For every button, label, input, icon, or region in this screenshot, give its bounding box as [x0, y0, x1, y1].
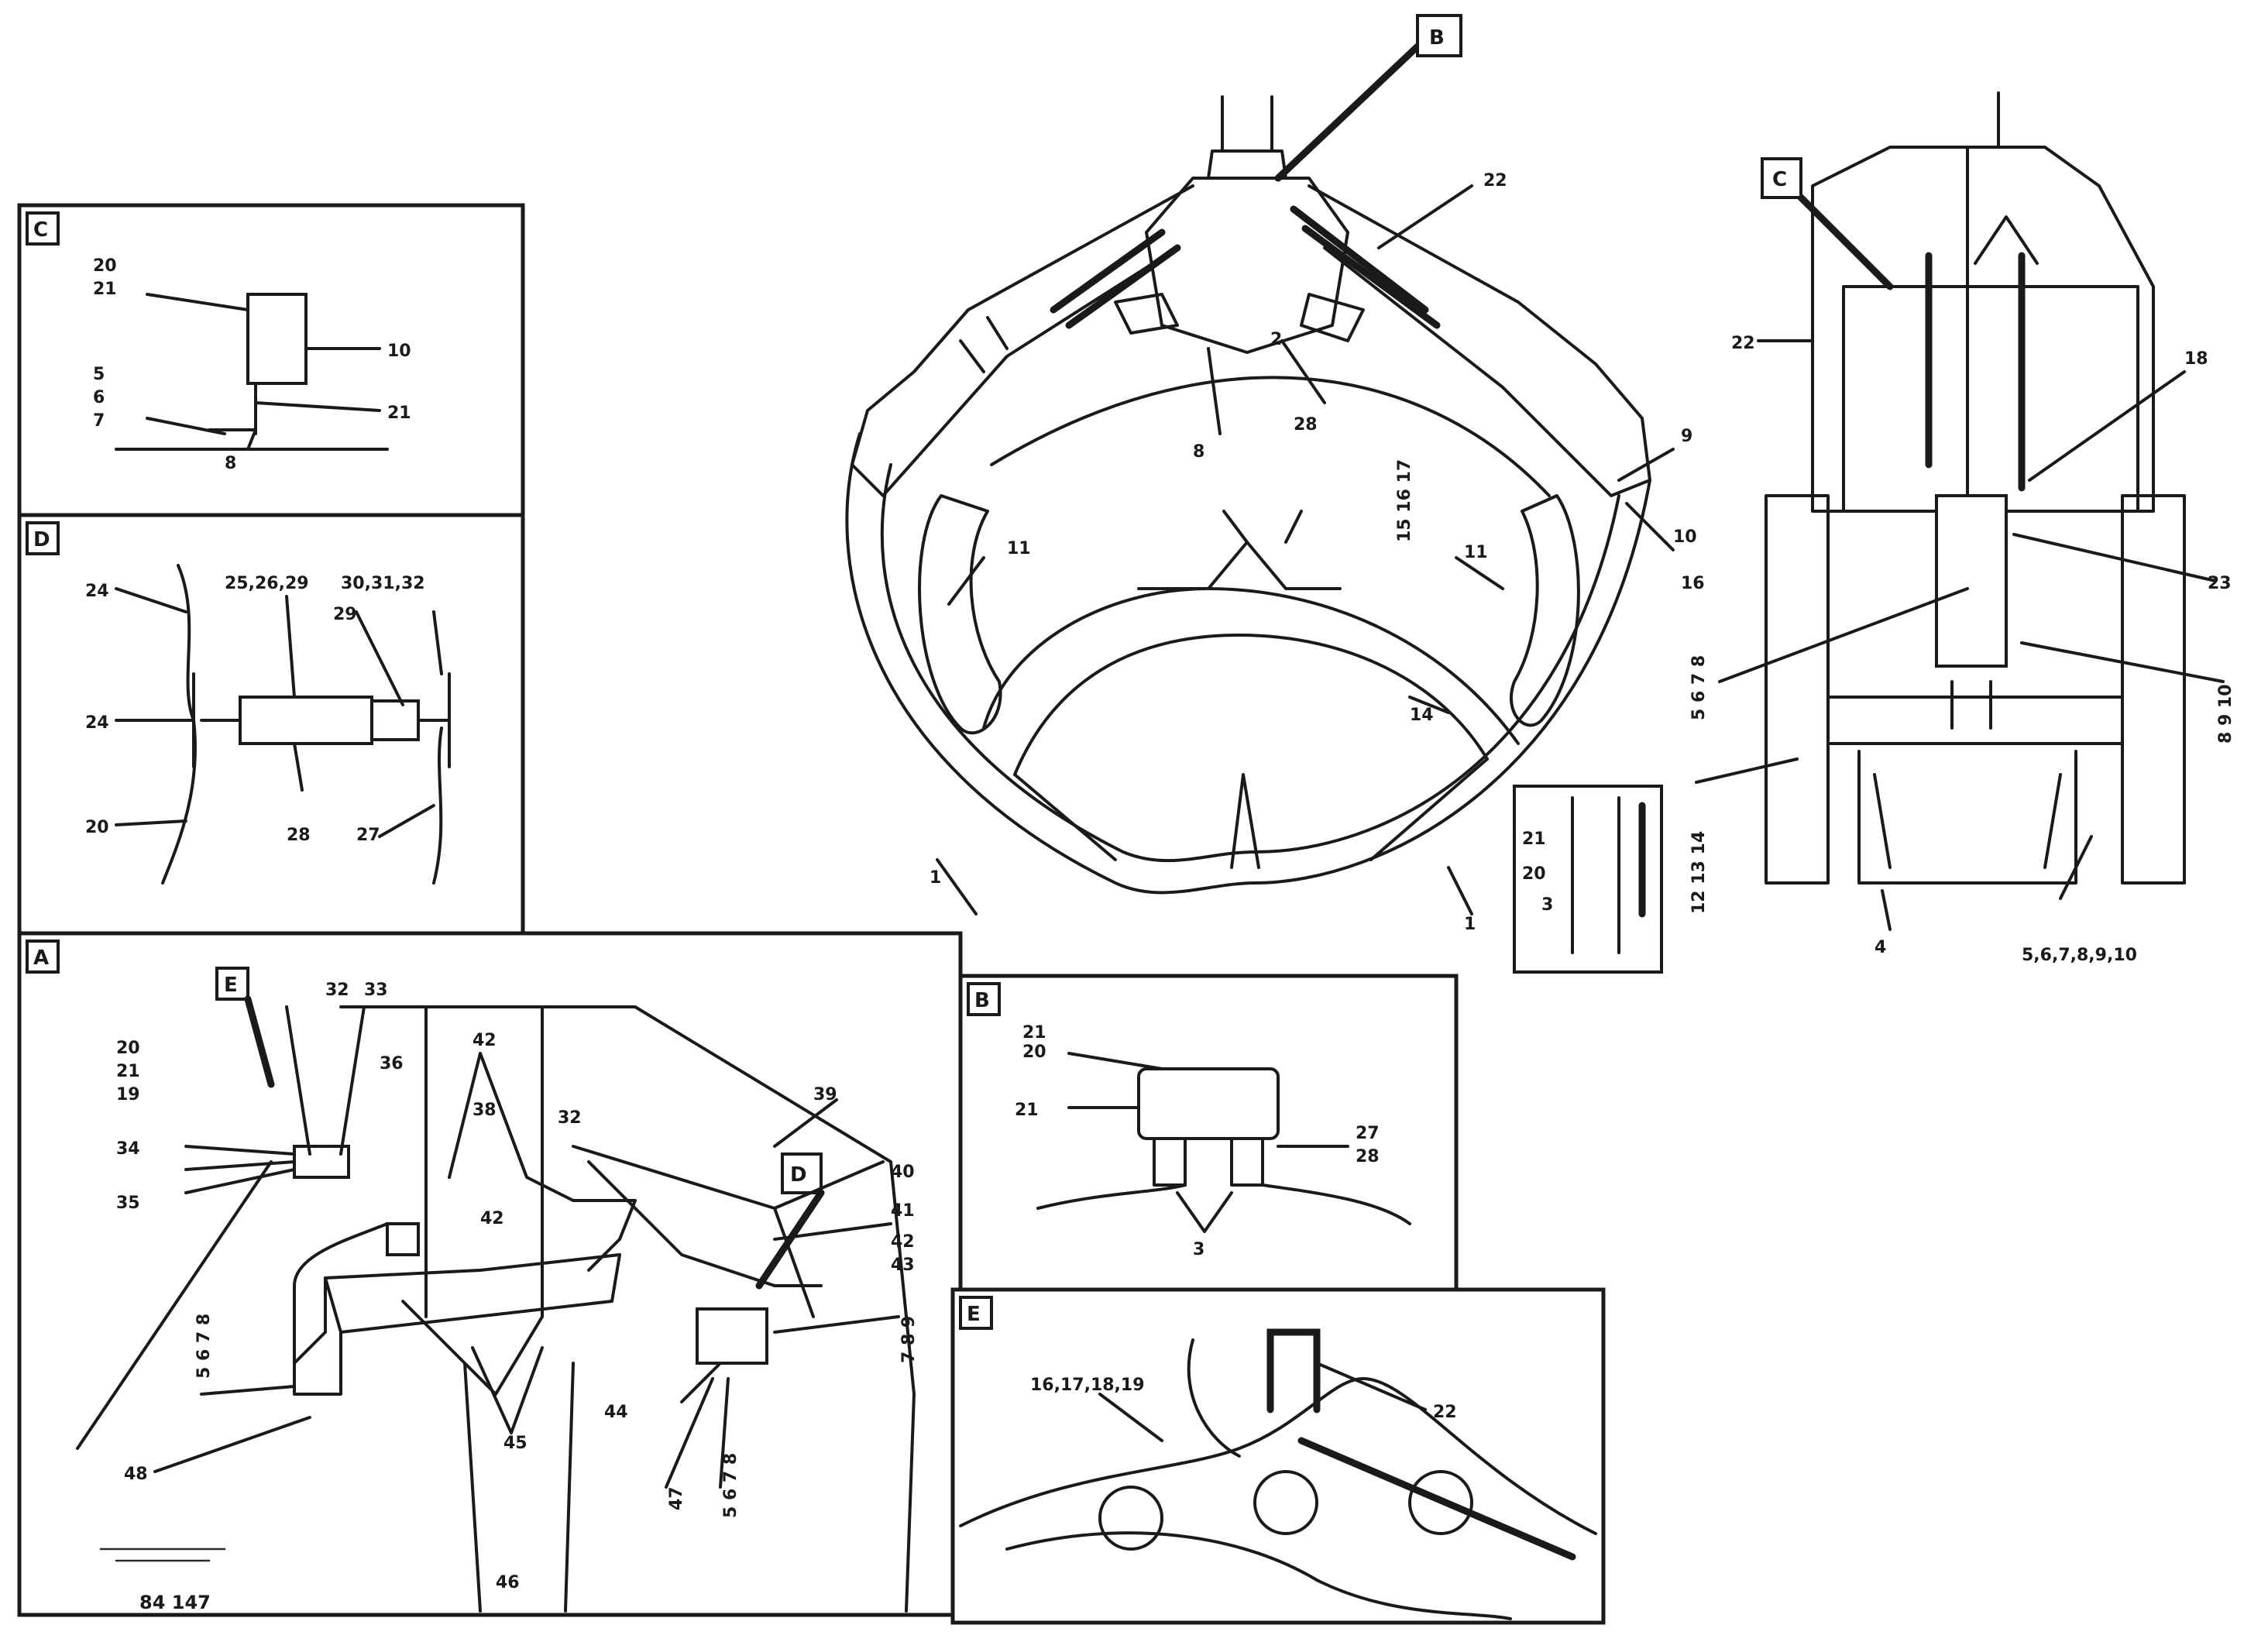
svg-text:20: 20 [116, 1039, 140, 1058]
svg-text:1: 1 [930, 868, 941, 888]
svg-text:8 9 10: 8 9 10 [2216, 684, 2235, 744]
view-d-panel: D 24 25,26,29 30,31,32 29 24 20 28 27 [17, 513, 525, 936]
svg-text:7: 7 [93, 411, 105, 431]
svg-text:9: 9 [1681, 427, 1692, 446]
svg-text:8: 8 [1193, 442, 1204, 462]
svg-text:5 6 7 8: 5 6 7 8 [1689, 655, 1709, 720]
svg-text:27: 27 [356, 826, 380, 845]
svg-text:47: 47 [667, 1486, 686, 1510]
svg-text:21: 21 [1522, 830, 1546, 849]
svg-text:35: 35 [116, 1194, 140, 1213]
side-view: C 22 18 23 4 5 6 7 8 8 9 10 12 13 14 21 … [1513, 91, 2235, 974]
svg-text:14: 14 [1410, 706, 1434, 725]
svg-text:44: 44 [604, 1403, 628, 1422]
svg-text:45: 45 [503, 1434, 527, 1453]
svg-text:20: 20 [93, 256, 117, 276]
svg-text:2: 2 [1270, 330, 1282, 349]
svg-text:28: 28 [1294, 415, 1318, 435]
grapple-assembly: B 22 8 2 28 11 11 9 10 16 14 1 1 15 16 1… [845, 14, 1705, 934]
svg-text:18: 18 [2184, 349, 2208, 369]
svg-text:42: 42 [891, 1232, 915, 1252]
svg-text:43: 43 [891, 1256, 915, 1275]
svg-text:23: 23 [2208, 574, 2232, 593]
svg-text:38: 38 [472, 1101, 497, 1120]
svg-text:21: 21 [1015, 1101, 1039, 1120]
svg-text:20: 20 [1022, 1043, 1046, 1062]
svg-text:21: 21 [387, 404, 411, 423]
view-a-panel: A E D 32 33 20 2 [17, 931, 963, 1617]
svg-text:32: 32 [325, 981, 349, 1000]
view-b-panel: B 21 20 21 27 28 3 [958, 974, 1459, 1292]
svg-text:42: 42 [480, 1209, 504, 1228]
view-a-label: A [33, 946, 49, 970]
main-note: 5,6,7,8,9,10 [2022, 946, 2137, 965]
svg-text:21: 21 [93, 280, 117, 299]
svg-text:46: 46 [496, 1573, 520, 1592]
svg-text:15 16 17: 15 16 17 [1395, 459, 1414, 542]
svg-text:16,17,18,19: 16,17,18,19 [1030, 1376, 1145, 1395]
view-marker-b: B [1429, 26, 1445, 50]
svg-text:7 8 9: 7 8 9 [899, 1316, 919, 1363]
svg-text:21: 21 [1022, 1023, 1046, 1043]
svg-text:3: 3 [1541, 895, 1553, 915]
svg-text:40: 40 [891, 1163, 915, 1182]
svg-text:30,31,32: 30,31,32 [341, 574, 425, 593]
drawing-number: 84 147 [139, 1592, 211, 1613]
svg-text:24: 24 [85, 713, 109, 733]
view-marker-e-ref: E [224, 974, 238, 997]
svg-text:29: 29 [333, 605, 357, 624]
svg-text:1: 1 [1464, 915, 1476, 934]
view-c-label: C [33, 218, 48, 242]
svg-text:5: 5 [93, 365, 105, 384]
view-c-panel: C 20 21 10 21 5 6 7 8 [17, 203, 525, 517]
svg-text:28: 28 [287, 826, 311, 845]
view-e-label: E [967, 1303, 981, 1326]
svg-text:33: 33 [364, 981, 388, 1000]
svg-text:42: 42 [472, 1031, 497, 1050]
svg-text:3: 3 [1193, 1240, 1204, 1259]
svg-text:11: 11 [1007, 539, 1031, 558]
svg-text:22: 22 [1433, 1403, 1457, 1422]
view-marker-d-ref: D [790, 1163, 807, 1187]
svg-text:20: 20 [1522, 864, 1546, 884]
svg-text:5 6 7 8: 5 6 7 8 [194, 1314, 214, 1379]
svg-text:22: 22 [1731, 334, 1755, 353]
svg-text:5 6 7 8: 5 6 7 8 [721, 1453, 741, 1518]
svg-text:48: 48 [124, 1465, 148, 1484]
svg-text:12 13 14: 12 13 14 [1689, 831, 1709, 914]
svg-text:19: 19 [116, 1085, 140, 1104]
svg-text:6: 6 [93, 388, 105, 407]
svg-text:20: 20 [85, 818, 109, 837]
svg-text:27: 27 [1356, 1124, 1380, 1143]
svg-text:11: 11 [1464, 543, 1488, 562]
svg-text:8: 8 [225, 454, 236, 473]
svg-text:41: 41 [891, 1201, 915, 1221]
svg-text:4: 4 [1875, 938, 1886, 957]
view-marker-c: C [1772, 168, 1787, 191]
svg-text:10: 10 [1673, 527, 1697, 547]
svg-text:36: 36 [380, 1054, 404, 1073]
svg-text:28: 28 [1356, 1147, 1380, 1166]
svg-text:32: 32 [558, 1108, 582, 1128]
view-d-label: D [33, 528, 50, 551]
view-b-label: B [974, 989, 990, 1012]
svg-text:24: 24 [85, 582, 109, 601]
svg-text:34: 34 [116, 1139, 140, 1159]
svg-text:16: 16 [1681, 574, 1705, 593]
view-e-panel: E 16,17,18,19 22 [950, 1287, 1606, 1625]
svg-text:22: 22 [1483, 171, 1507, 191]
svg-text:10: 10 [387, 342, 411, 361]
svg-text:21: 21 [116, 1062, 140, 1081]
svg-text:39: 39 [813, 1085, 837, 1104]
svg-text:25,26,29: 25,26,29 [225, 574, 309, 593]
